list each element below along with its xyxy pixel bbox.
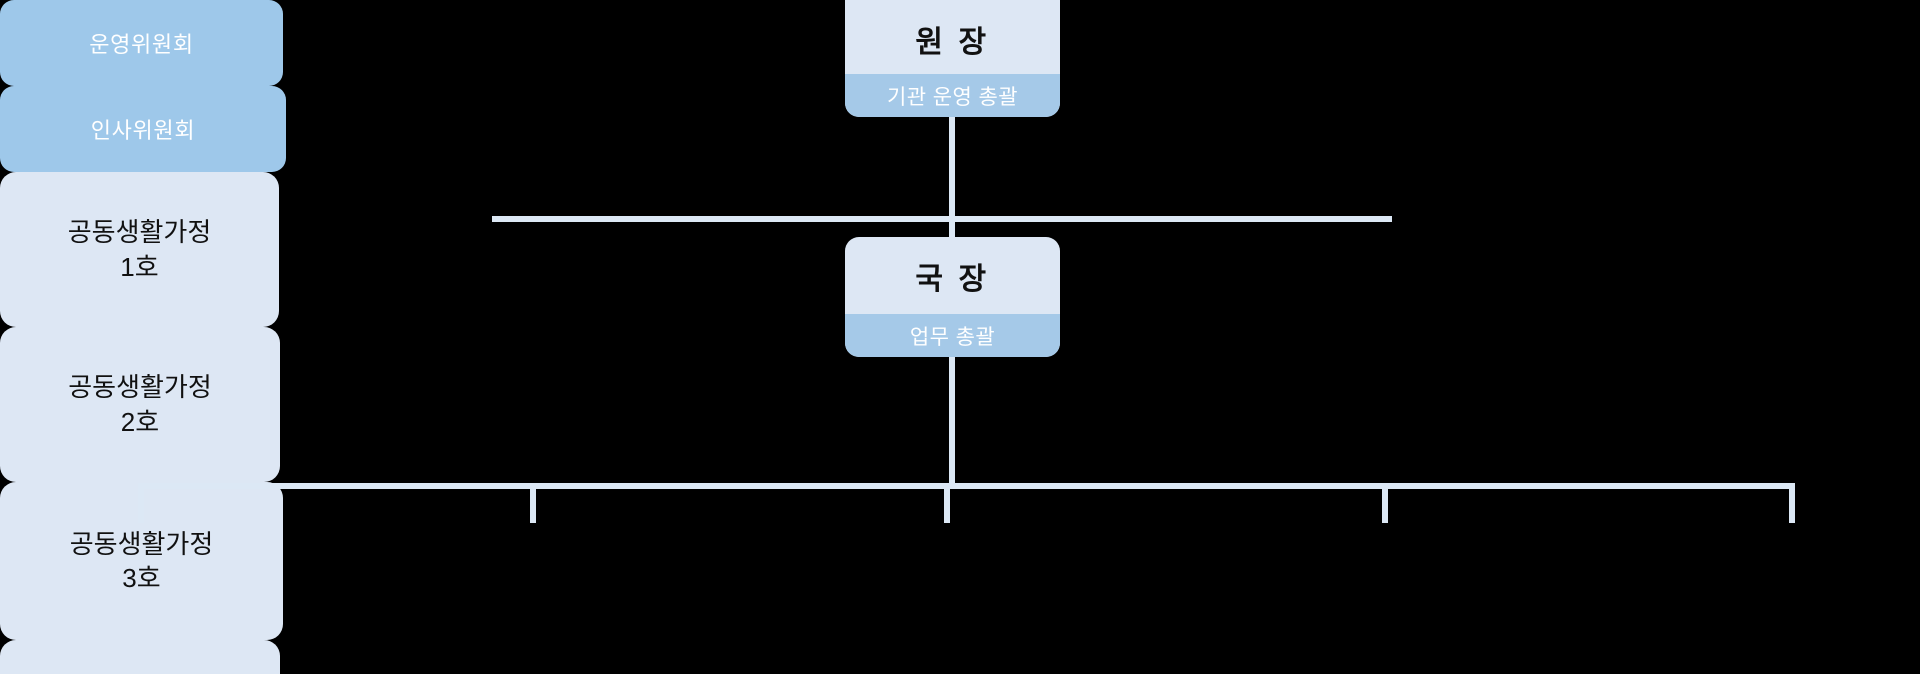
- node-group-home-1-number: 1호: [120, 251, 159, 282]
- node-group-home-2-name: 공동생활가정: [68, 372, 212, 403]
- node-operating-committee[interactable]: 운영위원회: [0, 0, 283, 86]
- node-group-home-3-number: 3호: [122, 563, 161, 593]
- node-operating-committee-label: 운영위원회: [89, 32, 194, 57]
- node-group-home-1[interactable]: 공동생활가정 1호: [0, 172, 279, 327]
- connector-drop-home-4: [1382, 483, 1388, 523]
- node-group-home-3-name: 공동생활가정: [69, 528, 214, 559]
- node-bureau-chief-subtitle: 업무 총괄: [845, 314, 1060, 357]
- node-group-home-2[interactable]: 공동생활가정 2호: [0, 327, 280, 482]
- connector-bureau-stub: [949, 355, 955, 487]
- node-personnel-committee-label: 인사위원회: [90, 118, 196, 143]
- connector-committee-bus: [492, 216, 1392, 222]
- node-bureau-chief[interactable]: 국 장 업무 총괄: [845, 237, 1060, 357]
- node-director[interactable]: 원 장 기관 운영 총괄: [845, 0, 1060, 117]
- node-director-subtitle: 기관 운영 총괄: [845, 74, 1060, 117]
- node-group-home-1-name: 공동생활가정: [67, 217, 212, 248]
- connector-drop-home-5: [1789, 483, 1795, 523]
- connector-drop-home-2: [530, 483, 536, 523]
- node-group-home-2-number: 2호: [120, 406, 160, 437]
- connector-drop-home-1: [138, 483, 144, 523]
- connector-home-bus: [138, 483, 1795, 489]
- node-group-home-3[interactable]: 공동생활가정 3호: [0, 482, 283, 640]
- node-group-home-4[interactable]: 공동생활가정 4호: [0, 640, 280, 674]
- node-bureau-chief-title: 국 장: [915, 262, 990, 296]
- connector-drop-home-3: [944, 483, 950, 523]
- node-director-title: 원 장: [915, 26, 990, 59]
- node-personnel-committee[interactable]: 인사위원회: [0, 86, 286, 172]
- connector-director-to-bureau: [949, 113, 955, 241]
